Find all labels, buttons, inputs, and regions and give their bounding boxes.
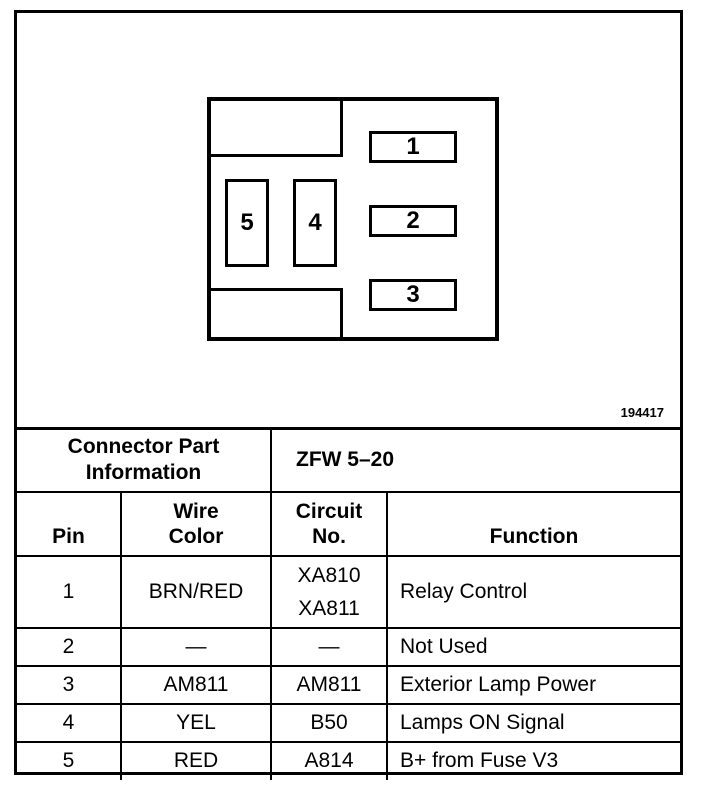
function-cell: B+ from Fuse V3 — [386, 740, 680, 780]
circuit-value: — — [318, 634, 340, 658]
wire-color-cell: BRN/RED — [120, 554, 272, 629]
pin-cell: 1 — [17, 554, 122, 629]
part-info-value: ZFW 5–20 — [270, 427, 680, 493]
pin-5-cavity: 5 — [225, 179, 269, 267]
pin-3-cavity: 3 — [369, 279, 457, 311]
connector-face: 1 2 3 4 5 — [207, 97, 499, 341]
pin-cell: 4 — [17, 702, 122, 743]
circuit-cell: B50 — [270, 702, 388, 743]
circuit-value: XA810 — [297, 563, 361, 587]
figure-number: 194417 — [620, 405, 664, 420]
pin-cell: 2 — [17, 626, 122, 667]
pin-1-label: 1 — [406, 133, 420, 160]
circuit-value: AM811 — [296, 672, 362, 696]
circuit-value: XA811 — [298, 596, 360, 620]
connector-notch-top — [207, 97, 343, 157]
circuit-value: B50 — [310, 710, 348, 734]
pin-cell: 5 — [17, 740, 122, 780]
function-cell: Exterior Lamp Power — [386, 664, 680, 705]
table-row: 2——Not Used — [17, 626, 680, 667]
pin-2-label: 2 — [406, 207, 420, 234]
function-cell: Not Used — [386, 626, 680, 667]
header-pin: Pin — [17, 490, 122, 556]
pin-4-label: 4 — [308, 209, 322, 236]
function-cell: Relay Control — [386, 554, 680, 629]
pin-1-cavity: 1 — [369, 131, 457, 163]
wire-color-cell: YEL — [120, 702, 272, 743]
wire-color-cell: RED — [120, 740, 272, 780]
pin-3-label: 3 — [406, 281, 420, 308]
circuit-cell: A814 — [270, 740, 388, 780]
connector-notch-bottom — [207, 288, 343, 341]
pin-2-cavity: 2 — [369, 205, 457, 237]
pin-4-cavity: 4 — [293, 179, 337, 267]
wire-color-cell: AM811 — [120, 664, 272, 705]
header-function: Function — [386, 490, 680, 556]
wire-color-cell: — — [120, 626, 272, 667]
pin-cell: 3 — [17, 664, 122, 705]
circuit-cell: — — [270, 626, 388, 667]
pin-5-label: 5 — [240, 209, 254, 236]
circuit-value: A814 — [304, 749, 354, 772]
connector-diagram: 1 2 3 4 5 194417 — [17, 13, 680, 427]
function-cell: Lamps ON Signal — [386, 702, 680, 743]
circuit-cell: AM811 — [270, 664, 388, 705]
